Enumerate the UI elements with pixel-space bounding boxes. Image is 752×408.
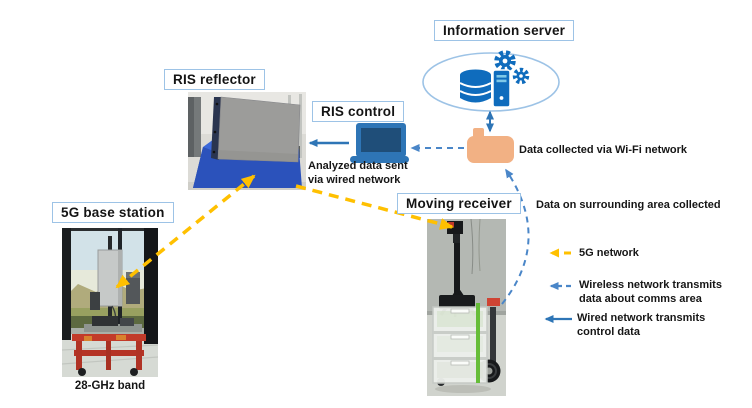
moving-receiver-label: Moving receiver [397,193,521,214]
legend-wireless-line1: Wireless network transmits [579,279,722,291]
information-server-label: Information server [434,20,575,41]
moving-receiver-photo [427,219,506,396]
legend-item-wireless: Wireless network transmits data about co… [579,278,722,306]
legend-wireless-line2: data about comms area [579,293,702,305]
legend-5g-label: 5G network [579,247,639,259]
surrounding-area-annotation: Data on surrounding area collected [536,199,721,211]
information-server-cluster [422,50,560,112]
laptop-icon [350,123,409,163]
band-caption: 28-GHz band [74,380,146,392]
server-icon [492,69,511,108]
analyzed-data-line1: Analyzed data sent [308,160,408,172]
legend-item-wired: Wired network transmits control data [577,311,705,339]
base-station-label: 5G base station [52,202,174,223]
ris-reflector-label: RIS reflector [164,69,265,90]
analyzed-data-annotation: Analyzed data sent via wired network [308,159,408,187]
legend-wired-line2: control data [577,326,640,338]
ris-reflector-photo [188,92,306,190]
wifi-router-icon [467,128,514,163]
legend-item-5g: 5G network [579,246,639,260]
base-station-photo [62,228,158,377]
ris-control-label: RIS control [312,101,405,122]
wifi-collect-annotation: Data collected via Wi-Fi network [519,144,687,156]
legend-wired-line1: Wired network transmits [577,312,706,324]
database-icon [459,69,492,103]
analyzed-data-line2: via wired network [308,174,401,186]
gear-icon [494,50,530,85]
